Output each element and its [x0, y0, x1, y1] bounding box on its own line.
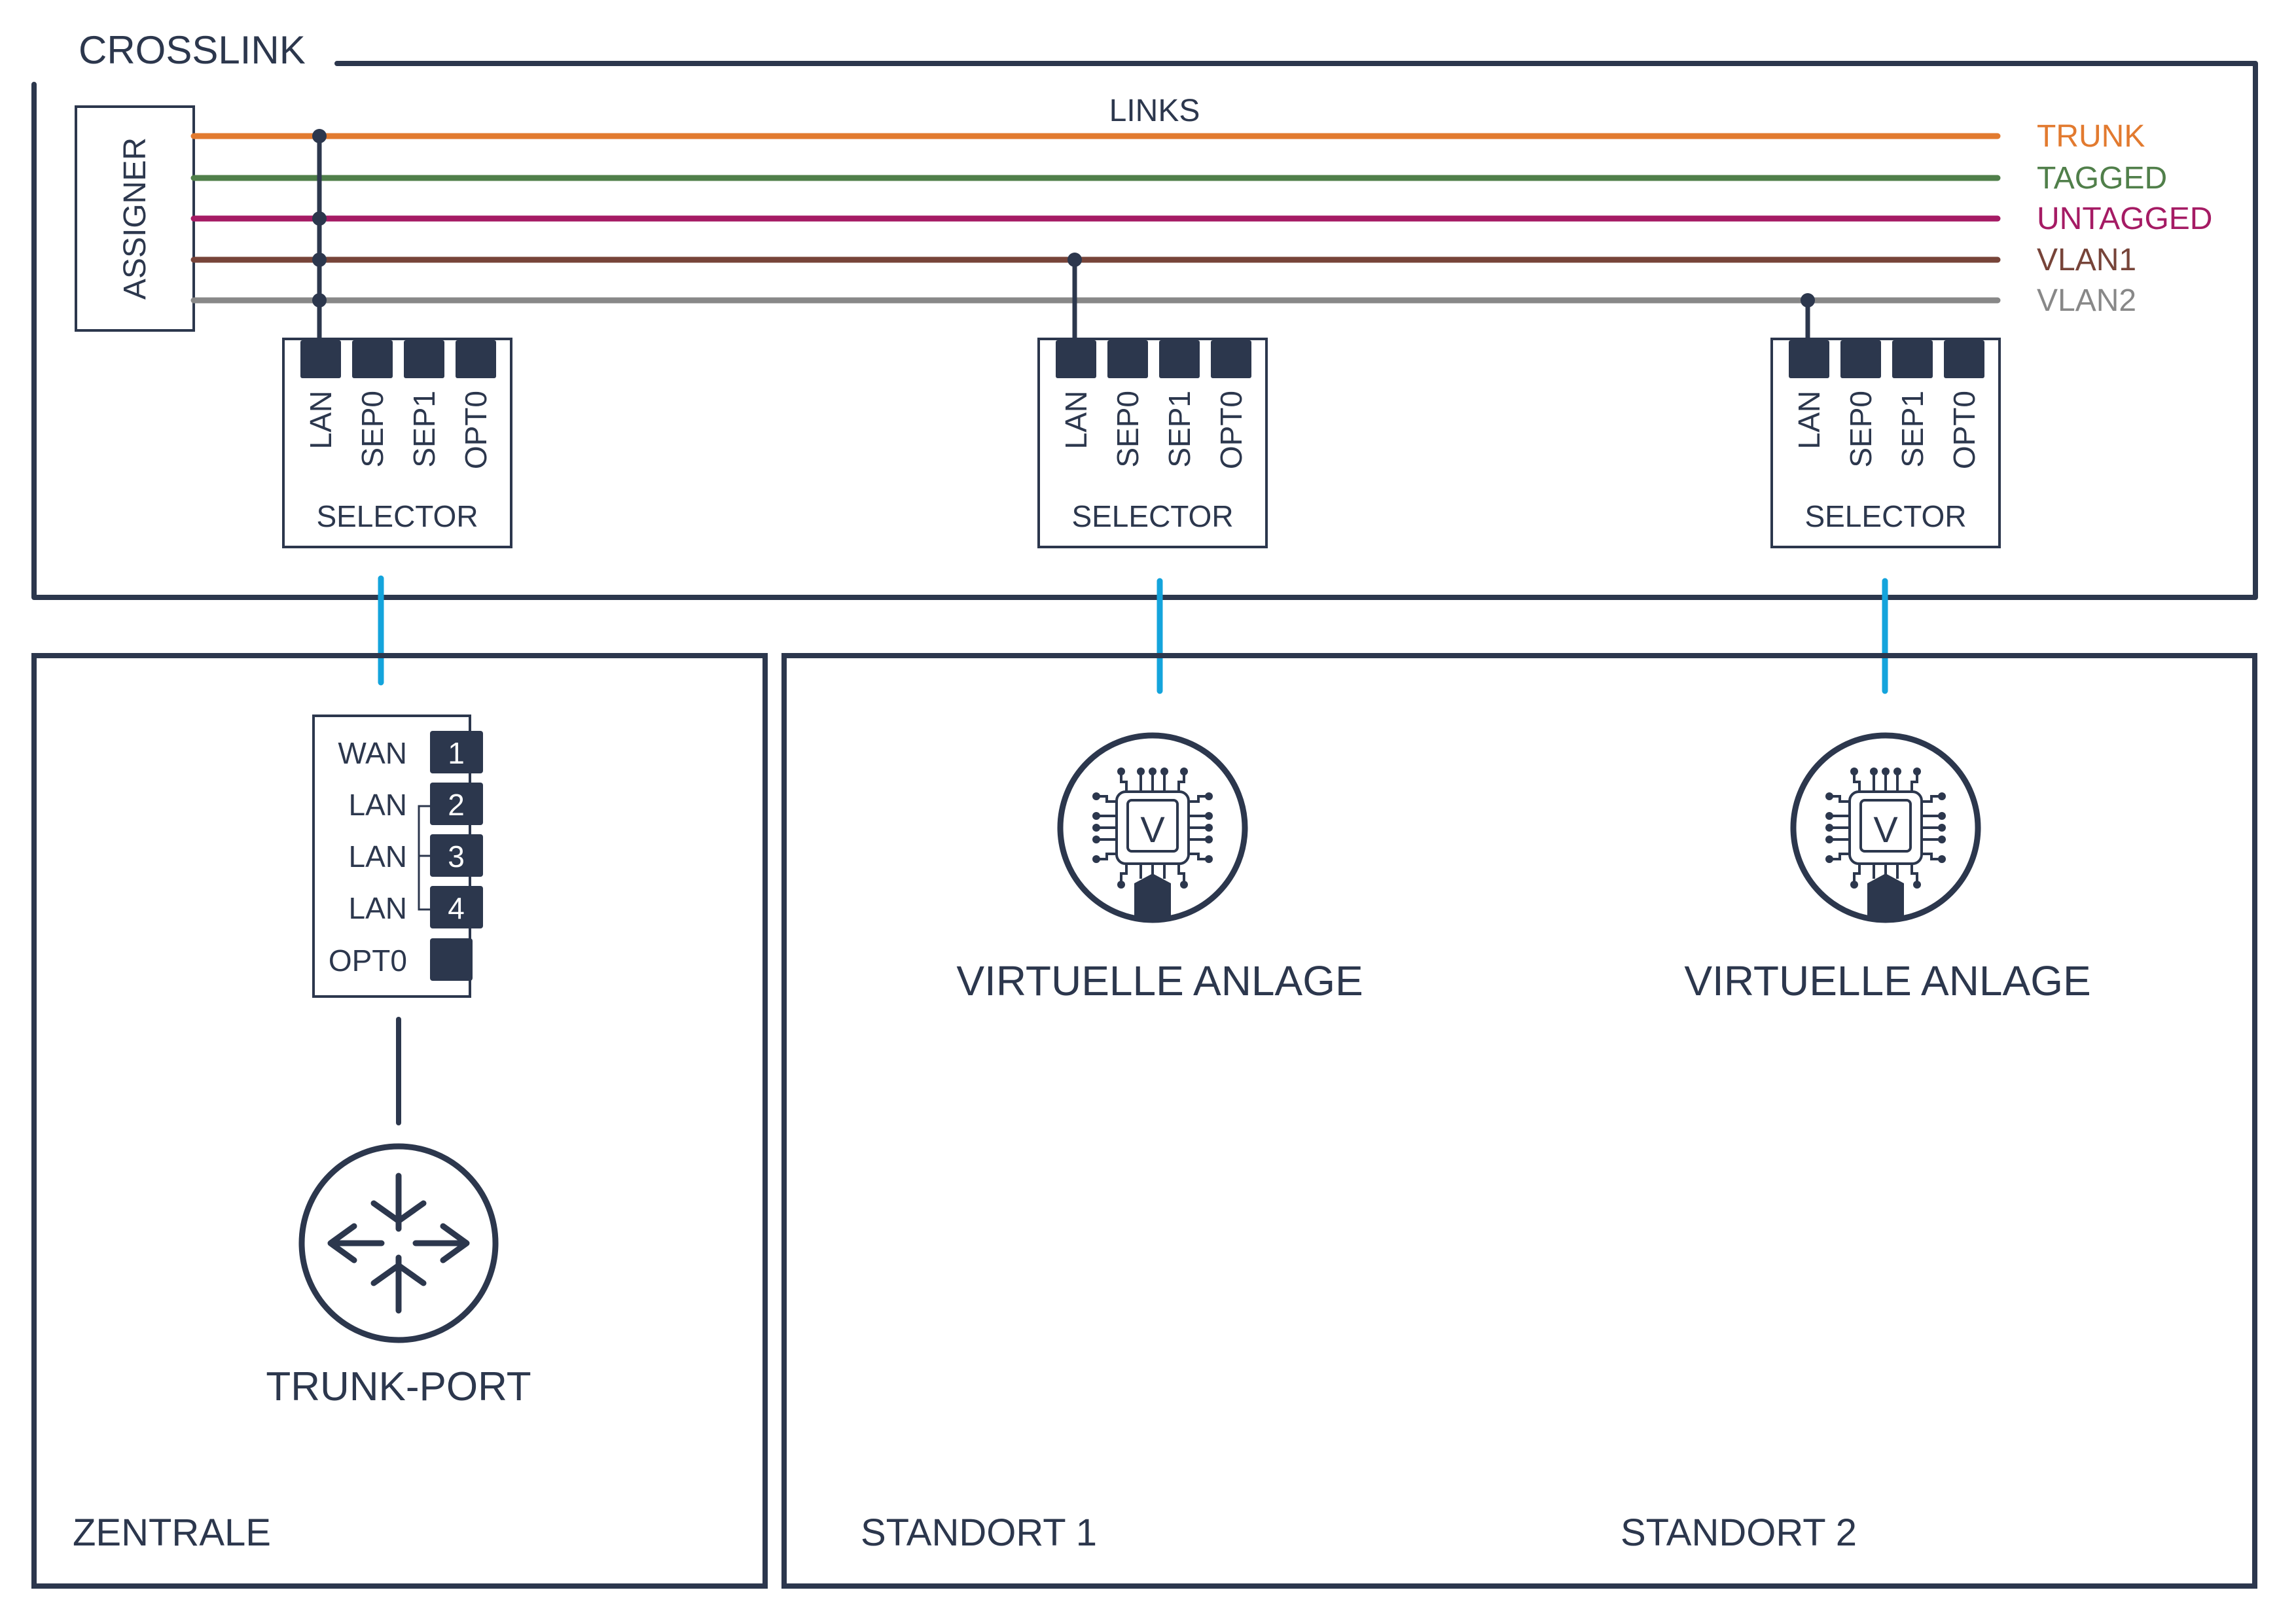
selector-port-label: OPT0	[459, 391, 493, 469]
chip-letter: V	[1873, 809, 1898, 850]
lan-bridge-bracket	[418, 805, 430, 911]
selector-port-lan[interactable]	[300, 340, 341, 378]
legend-label-untagged: UNTAGGED	[2037, 202, 2212, 236]
selector-port-label: SEP1	[407, 391, 441, 468]
port-label: OPT0	[329, 944, 407, 978]
assigner-label: ASSIGNER	[118, 137, 152, 300]
assigner[interactable]: ASSIGNER	[75, 105, 195, 332]
legend-label-trunk: TRUNK	[2037, 119, 2145, 154]
cable-plug	[1134, 874, 1171, 918]
port-label: LAN	[349, 839, 407, 874]
legend-label-vlan1: VLAN1	[2037, 243, 2136, 277]
junction-dot-vlan2	[1801, 293, 1815, 308]
selector-port-label: OPT0	[1947, 391, 1981, 469]
selector-port-label: LAN	[1059, 391, 1093, 449]
standort-2-label: STANDORT 2	[1621, 1511, 1857, 1554]
selector-port-sep1[interactable]	[1159, 340, 1200, 378]
port-number: 1	[448, 736, 465, 770]
selector-port-label: OPT0	[1214, 391, 1248, 469]
router-icon[interactable]	[298, 1143, 499, 1343]
crosslink-border	[31, 61, 2258, 600]
zentrale-border	[31, 653, 768, 1589]
port-label: LAN	[349, 788, 407, 822]
standort-1-label: STANDORT 1	[861, 1511, 1097, 1554]
links-label: LINKS	[1109, 94, 1200, 128]
selector-port-label: SEP1	[1895, 391, 1929, 468]
legend-label-tagged: TAGGED	[2037, 161, 2167, 196]
selector-port-opt0[interactable]	[1211, 340, 1251, 378]
crosslink-title: CROSSLINK	[79, 28, 306, 72]
selector-port-label: SEP0	[1111, 391, 1145, 468]
selector-label: SELECTOR	[316, 499, 478, 533]
selector-port-opt0[interactable]	[456, 340, 496, 378]
site-connectors	[378, 575, 1888, 694]
selector-label: SELECTOR	[1804, 499, 1966, 533]
port-2[interactable]	[430, 783, 483, 825]
junction-dot-vlan1	[312, 253, 327, 267]
port-1[interactable]	[430, 731, 483, 773]
selector-port-sep0[interactable]	[352, 340, 393, 378]
virtual-appliance-icon[interactable]: V	[1790, 732, 1981, 923]
legend-label-vlan2: VLAN2	[2037, 283, 2136, 318]
port-number: 3	[448, 839, 465, 874]
junction-dot-vlan2	[312, 293, 327, 308]
junction-dot-trunk	[312, 129, 327, 143]
selector-port-label: SEP0	[1844, 391, 1878, 468]
port-4[interactable]	[430, 886, 483, 928]
standort-panel: STANDORT 1 STANDORT 2 V V VIRTUELLE ANLAG…	[781, 653, 2257, 1589]
virtual-appliance-2-label: VIRTUELLE ANLAGE	[1684, 957, 2090, 1004]
selector-port-sep0[interactable]	[1840, 340, 1881, 378]
chip-letter: V	[1140, 809, 1165, 850]
selector-label: SELECTOR	[1071, 499, 1233, 533]
port-label: LAN	[349, 891, 407, 925]
port-number: 2	[448, 788, 465, 822]
selector-port-label: SEP1	[1162, 391, 1196, 468]
crosslink-frame: CROSSLINK	[31, 28, 2258, 600]
junction-dot-vlan1	[1067, 253, 1082, 267]
router-label: TRUNK-PORT	[266, 1364, 531, 1409]
junction-dot-untagged	[312, 211, 327, 226]
selector-port-label: LAN	[1792, 391, 1826, 449]
selector-port-label: LAN	[304, 391, 338, 449]
zentrale-label: ZENTRALE	[73, 1511, 271, 1554]
port-opt0[interactable]	[430, 938, 473, 981]
port-3[interactable]	[430, 834, 483, 877]
selector-port-label: SEP0	[355, 391, 389, 468]
selector-port-sep1[interactable]	[1892, 340, 1933, 378]
standort-border	[781, 653, 2257, 1589]
cable-plug	[1867, 874, 1904, 918]
port-number: 4	[448, 891, 465, 925]
selector-port-sep1[interactable]	[404, 340, 444, 378]
link-lines	[190, 133, 2001, 304]
selector-port-lan[interactable]	[1789, 340, 1829, 378]
assigner-box[interactable]	[75, 105, 195, 332]
selector-port-lan[interactable]	[1056, 340, 1096, 378]
virtual-appliance-icon[interactable]: V	[1057, 732, 1248, 923]
virtual-appliance-1-label: VIRTUELLE ANLAGE	[956, 957, 1363, 1004]
selector-port-opt0[interactable]	[1944, 340, 1984, 378]
port-label: WAN	[338, 736, 407, 770]
selector-port-sep0[interactable]	[1107, 340, 1148, 378]
